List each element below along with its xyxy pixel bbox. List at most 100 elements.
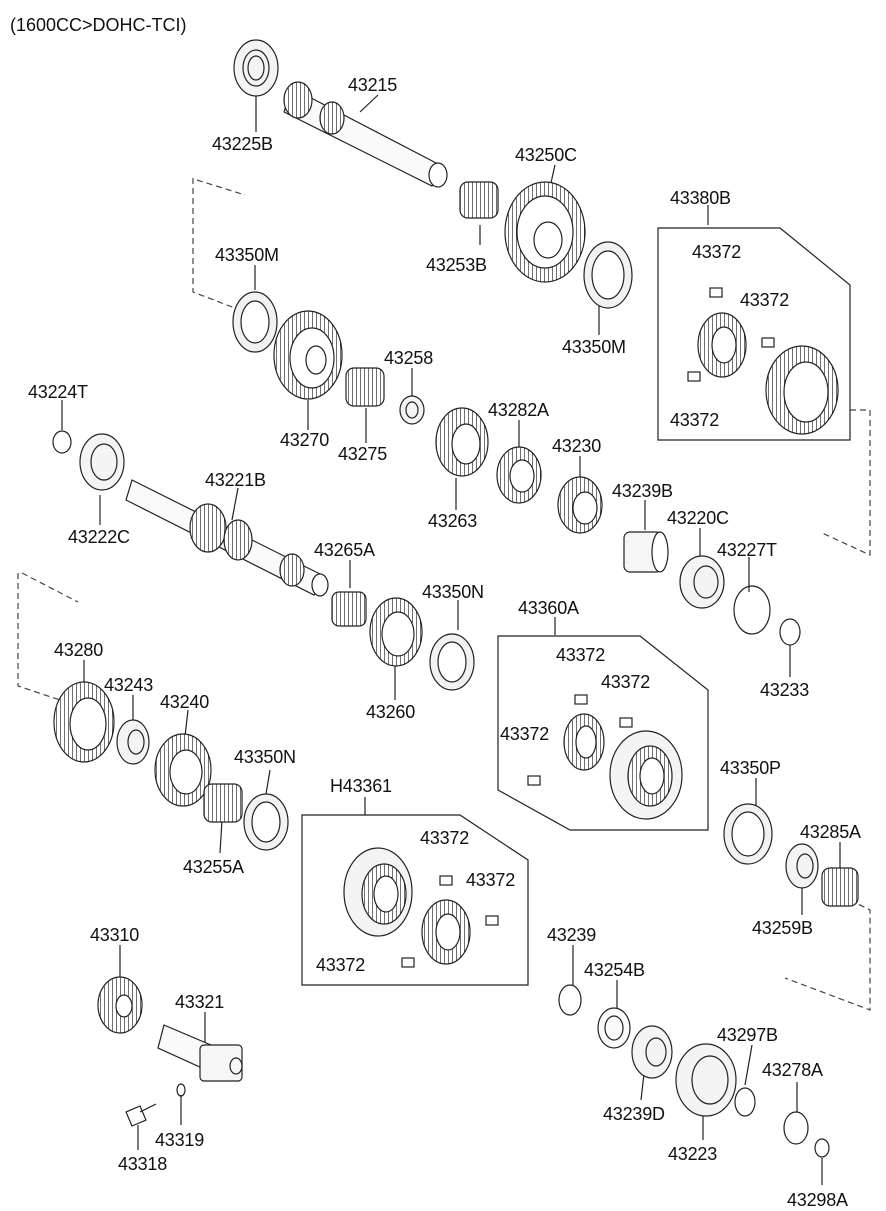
part-label-43215[interactable]: 43215 [348, 75, 398, 95]
synchronizer-boxes [301, 227, 851, 986]
shaft-43321 [157, 1024, 243, 1082]
part-label-43372-key[interactable]: 43372 [740, 290, 790, 310]
synchronizer-43380B [687, 287, 839, 435]
bearing-43225B [233, 39, 279, 97]
part-label-43243[interactable]: 43243 [104, 675, 154, 695]
leader-lines [61, 94, 841, 1185]
part-label-43258[interactable]: 43258 [384, 348, 434, 368]
gear-43260 [369, 597, 423, 667]
part-label-43285A[interactable]: 43285A [800, 822, 861, 842]
part-label-43319[interactable]: 43319 [155, 1130, 205, 1150]
part-label-43233[interactable]: 43233 [760, 680, 810, 700]
ring-43227T [733, 585, 771, 635]
part-label-43260[interactable]: 43260 [366, 702, 416, 722]
ring-43350N-a [429, 633, 475, 691]
part-label-43360A[interactable]: 43360A [518, 598, 579, 618]
needle-bearing-43285A [821, 867, 859, 907]
part-label-43224T[interactable]: 43224T [28, 382, 88, 402]
ring-43350M-a [232, 291, 278, 353]
part-label-43253B[interactable]: 43253B [426, 255, 487, 275]
gear-43310 [97, 976, 143, 1034]
part-label-43372-key[interactable]: 43372 [692, 242, 742, 262]
part-label-43297B[interactable]: 43297B [717, 1025, 778, 1045]
needle-bearing-43275 [345, 367, 385, 407]
part-label-43222C[interactable]: 43222C [68, 527, 130, 547]
part-label-43225B[interactable]: 43225B [212, 134, 273, 154]
gear-43240 [154, 733, 212, 807]
synchronizer-H43361 [343, 847, 499, 968]
part-label-43372-key[interactable]: 43372 [500, 724, 550, 744]
part-label-43350P[interactable]: 43350P [720, 758, 781, 778]
part-label-43250C[interactable]: 43250C [515, 145, 577, 165]
needle-bearing-43253B [459, 181, 499, 219]
dashed-guides [17, 178, 871, 1011]
gear-43280 [53, 681, 115, 763]
part-label-43240[interactable]: 43240 [160, 692, 210, 712]
ring-43350M-b [583, 241, 633, 309]
part-label-43239D[interactable]: 43239D [603, 1104, 665, 1124]
part-label-43318[interactable]: 43318 [118, 1154, 168, 1174]
part-label-43239B[interactable]: 43239B [612, 481, 673, 501]
part-label-43254B[interactable]: 43254B [584, 960, 645, 980]
shaft-43221B [125, 479, 329, 597]
part-label-43270[interactable]: 43270 [280, 430, 330, 450]
part-label-43298A[interactable]: 43298A [787, 1190, 848, 1210]
part-label-43220C[interactable]: 43220C [667, 508, 729, 528]
part-label-43259B[interactable]: 43259B [752, 918, 813, 938]
ring-43350P [723, 803, 773, 865]
ring-43278A [783, 1111, 809, 1145]
part-label-43255A[interactable]: 43255A [183, 857, 244, 877]
part-label-43372-key[interactable]: 43372 [420, 828, 470, 848]
part-label-43350N-b[interactable]: 43350N [234, 747, 296, 767]
part-label-43263[interactable]: 43263 [428, 511, 478, 531]
part-label-43372-key[interactable]: 43372 [556, 645, 606, 665]
part-label-43310[interactable]: 43310 [90, 925, 140, 945]
gear-43250C [504, 181, 586, 283]
part-label-43372-key[interactable]: 43372 [466, 870, 516, 890]
needle-bearing-43255A [203, 783, 243, 823]
part-label-43278A[interactable]: 43278A [762, 1060, 823, 1080]
part-label-43230[interactable]: 43230 [552, 436, 602, 456]
part-label-43372-key[interactable]: 43372 [670, 410, 720, 430]
part-label-43372-key[interactable]: 43372 [316, 955, 366, 975]
snap-ring-43224T [52, 430, 72, 454]
bearing-43220C [679, 555, 725, 609]
snap-ring-43239 [558, 984, 582, 1016]
part-label-43321[interactable]: 43321 [175, 992, 225, 1012]
part-label-H43361[interactable]: H43361 [330, 776, 392, 796]
snap-ring-43233 [779, 618, 801, 646]
bushing-43259B [785, 843, 819, 889]
part-label-43282A[interactable]: 43282A [488, 400, 549, 420]
part-label-43350M-b[interactable]: 43350M [562, 337, 626, 357]
sleeve-43239B [623, 531, 669, 573]
bushing-43258 [399, 395, 425, 425]
part-label-43275[interactable]: 43275 [338, 444, 388, 464]
part-label-43280[interactable]: 43280 [54, 640, 104, 660]
shaft-43215 [283, 81, 448, 188]
part-label-43350N-a[interactable]: 43350N [422, 582, 484, 602]
bolt-43318 [125, 1103, 157, 1127]
gear-43263 [435, 407, 489, 477]
bushing-43243 [116, 719, 150, 765]
part-label-43223[interactable]: 43223 [668, 1144, 718, 1164]
bearing-43222C [79, 433, 125, 491]
needle-bearing-43265A [331, 591, 367, 627]
bushing-43239D [631, 1025, 673, 1079]
part-label-43380B[interactable]: 43380B [670, 188, 731, 208]
part-label-43239[interactable]: 43239 [547, 925, 597, 945]
ring-43350N-b [243, 793, 289, 851]
part-label-43227T[interactable]: 43227T [717, 540, 777, 560]
bearing-43223 [675, 1043, 737, 1117]
part-label-43350M-a[interactable]: 43350M [215, 245, 279, 265]
gear-43230 [557, 476, 603, 534]
synchronizer-43360A [527, 694, 683, 820]
ring-43297B [734, 1087, 756, 1117]
part-label-43372-key[interactable]: 43372 [601, 672, 651, 692]
gear-43282A [496, 446, 542, 504]
engine-spec-header: (1600CC>DOHC-TCI) [10, 15, 187, 35]
o-ring-43319 [176, 1083, 186, 1097]
part-label-43221B[interactable]: 43221B [205, 470, 266, 490]
part-label-43265A[interactable]: 43265A [314, 540, 375, 560]
